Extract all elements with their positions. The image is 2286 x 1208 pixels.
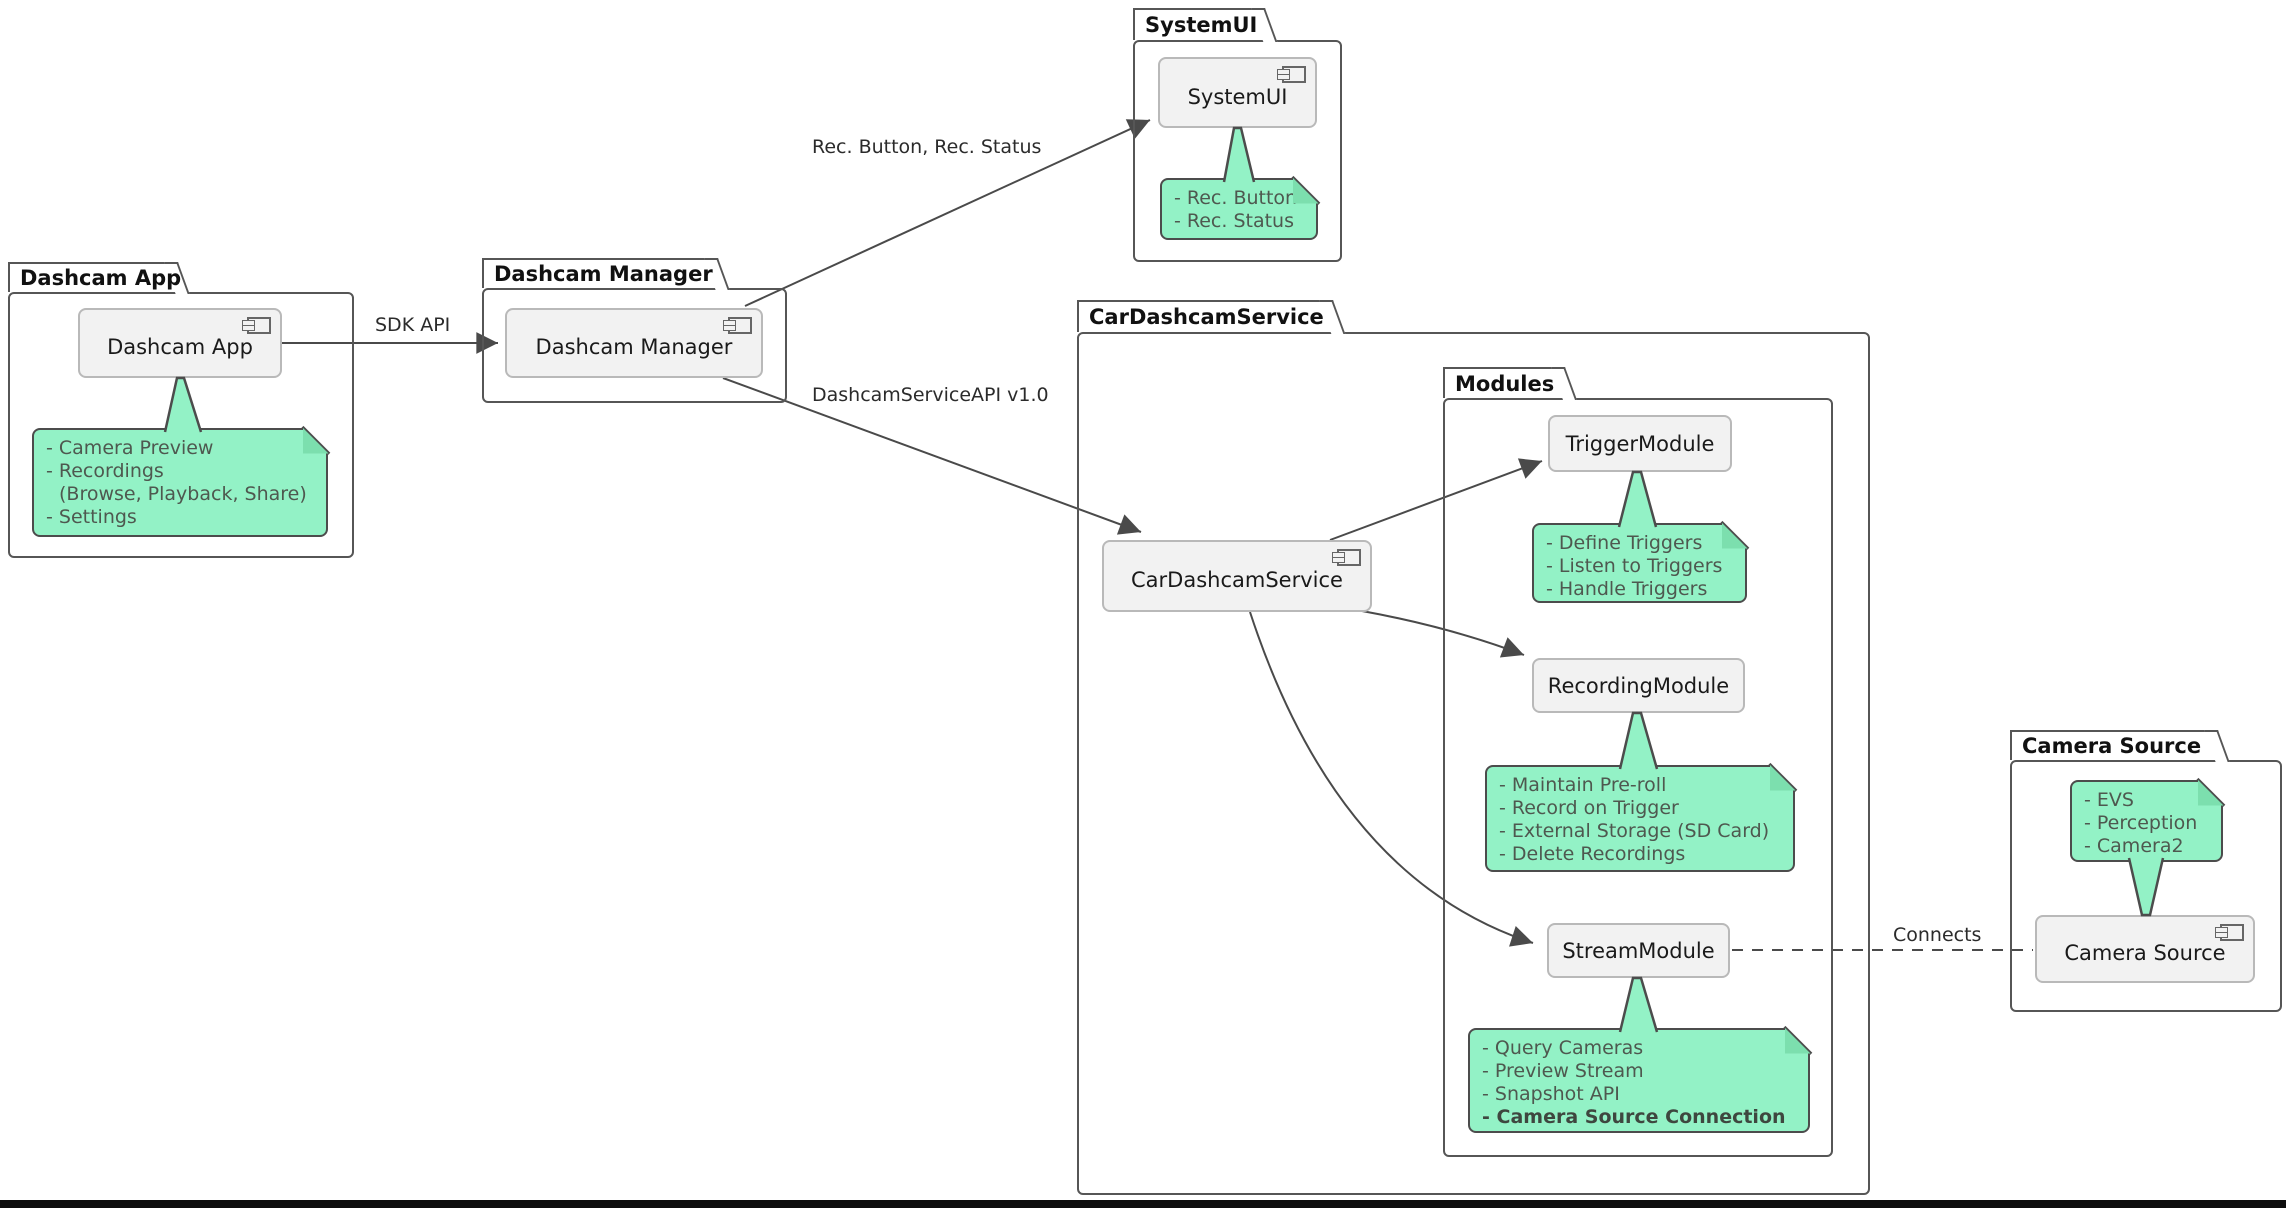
component-icon bbox=[723, 317, 752, 334]
package-body bbox=[1443, 398, 1833, 1157]
note-line: - Maintain Pre-roll bbox=[1499, 774, 1667, 796]
component-systemui: SystemUI bbox=[1158, 57, 1317, 128]
package-tab: Dashcam Manager bbox=[482, 258, 713, 288]
component-dashcam-manager: Dashcam Manager bbox=[505, 308, 763, 378]
component-label: TriggerModule bbox=[1565, 431, 1715, 456]
package-tab: CarDashcamService bbox=[1077, 300, 1324, 332]
package-body bbox=[1077, 332, 1870, 1195]
package-title: Camera Source bbox=[2022, 734, 2202, 758]
package-body bbox=[1133, 40, 1342, 262]
note-line: - Rec. Button bbox=[1174, 187, 1298, 209]
component-camera-source: Camera Source bbox=[2035, 915, 2255, 983]
note-fold-corner bbox=[1768, 762, 1797, 792]
package-title: Dashcam App bbox=[20, 266, 182, 290]
component-label: SystemUI bbox=[1187, 84, 1288, 109]
component-label: CarDashcamService bbox=[1131, 568, 1343, 592]
note-recording-module: - Maintain Pre-roll - Record on Trigger … bbox=[1485, 762, 1797, 872]
note-camera-source: - EVS - Perception - Camera2 bbox=[2070, 777, 2225, 862]
note-line: - Camera Source Connection bbox=[1482, 1106, 1786, 1128]
note-fold-corner bbox=[1720, 520, 1749, 550]
component-icon bbox=[1277, 66, 1306, 83]
component-label: Camera Source bbox=[2064, 941, 2226, 965]
component-label: Dashcam App bbox=[107, 335, 253, 359]
note-fold-corner bbox=[1291, 175, 1320, 205]
note-line: - Delete Recordings bbox=[1499, 843, 1686, 865]
note-stream-module: - Query Cameras - Preview Stream - Snaps… bbox=[1468, 1025, 1812, 1133]
package-title: SystemUI bbox=[1145, 13, 1258, 37]
note-line: - Rec. Status bbox=[1174, 210, 1295, 232]
note-line: - Preview Stream bbox=[1482, 1060, 1644, 1082]
package-tab: Camera Source bbox=[2010, 730, 2208, 760]
edge-label-dashcam-service-api: DashcamServiceAPI v1.0 bbox=[812, 384, 1049, 406]
note-systemui: - Rec. Button - Rec. Status bbox=[1160, 175, 1320, 240]
note-line: - Camera2 bbox=[2084, 835, 2184, 857]
note-fold-corner bbox=[2196, 777, 2225, 807]
package-body bbox=[482, 288, 787, 403]
edge-label-sdk-api: SDK API bbox=[375, 314, 451, 336]
note-trigger-module: - Define Triggers - Listen to Triggers -… bbox=[1532, 520, 1749, 603]
note-line: - Perception bbox=[2084, 812, 2198, 834]
component-recording-module: RecordingModule bbox=[1532, 658, 1745, 713]
note-line: - Handle Triggers bbox=[1546, 578, 1708, 600]
package-tab: Dashcam App bbox=[8, 262, 181, 292]
component-label: Dashcam Manager bbox=[535, 335, 733, 359]
note-line: (Browse, Playback, Share) bbox=[59, 483, 307, 505]
component-trigger-module: TriggerModule bbox=[1548, 415, 1732, 472]
note-line: - Query Cameras bbox=[1482, 1037, 1644, 1059]
note-fold-corner bbox=[301, 425, 330, 455]
note-fold-corner bbox=[1783, 1025, 1812, 1055]
edge-label-rec-button-status: Rec. Button, Rec. Status bbox=[812, 136, 1042, 158]
note-line: - Recordings bbox=[46, 460, 164, 482]
note-line: - Settings bbox=[46, 506, 137, 528]
component-stream-module: StreamModule bbox=[1547, 923, 1730, 978]
package-title: Dashcam Manager bbox=[494, 262, 713, 286]
package-body bbox=[2010, 760, 2282, 1012]
note-line: - External Storage (SD Card) bbox=[1499, 820, 1770, 842]
component-dashcam-app: Dashcam App bbox=[78, 308, 282, 378]
component-icon bbox=[1332, 549, 1361, 566]
note-line: - Listen to Triggers bbox=[1546, 555, 1723, 577]
note-line: - Define Triggers bbox=[1546, 532, 1703, 554]
component-icon bbox=[2215, 924, 2244, 941]
component-car-dashcam-service: CarDashcamService bbox=[1102, 540, 1372, 612]
component-icon bbox=[242, 317, 271, 334]
bottom-black-bar bbox=[0, 1200, 2286, 1208]
note-dashcam-app: - Camera Preview - Recordings (Browse, P… bbox=[32, 425, 330, 537]
package-title: Modules bbox=[1455, 371, 1555, 396]
package-title: CarDashcamService bbox=[1089, 305, 1324, 329]
edge-label-connects: Connects bbox=[1893, 924, 1982, 946]
note-line: - Snapshot API bbox=[1482, 1083, 1620, 1105]
note-line: - Record on Trigger bbox=[1499, 797, 1679, 819]
component-label: StreamModule bbox=[1562, 938, 1715, 963]
package-tab: SystemUI bbox=[1133, 8, 1258, 40]
component-label: RecordingModule bbox=[1547, 673, 1730, 698]
package-tab: Modules bbox=[1443, 367, 1555, 398]
note-line: - EVS bbox=[2084, 789, 2134, 811]
note-line: - Camera Preview bbox=[46, 437, 214, 459]
